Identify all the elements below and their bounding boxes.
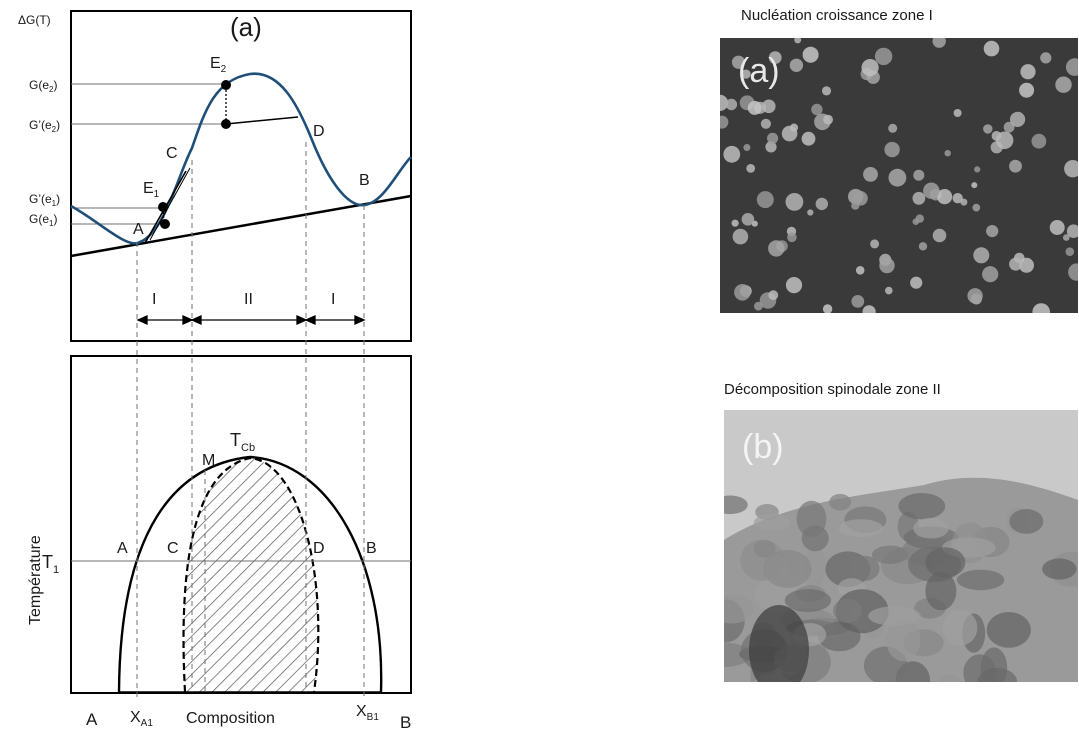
phase-diagram: ΔG(T) (a) G(e2) G’(e2) G’(e1) G(e1) E2 E…: [18, 10, 412, 731]
m-label: M: [202, 452, 215, 469]
zone-label-right: I: [331, 291, 335, 308]
e2-chord-line: [225, 116, 299, 125]
a-label-bottom: A: [117, 540, 128, 557]
tick-gp-e2: G’(e2): [29, 118, 60, 134]
xb1-label: XB1: [356, 703, 379, 723]
t1-label: T1: [42, 552, 59, 576]
d-label-bottom: D: [313, 540, 325, 557]
micrograph-b: (b): [724, 410, 1078, 682]
b-label-bottom: B: [366, 540, 377, 557]
label-c-top: C: [166, 145, 178, 162]
tick-g-e1: G(e1): [29, 212, 57, 228]
tick-g-e2: G(e2): [29, 78, 57, 94]
zone-label-middle: II: [244, 291, 253, 308]
free-energy-panel-tag: (a): [230, 12, 262, 42]
label-a-top: A: [133, 221, 144, 238]
label-b-top: B: [359, 172, 370, 189]
point-gp-e2: [221, 119, 231, 129]
micrograph-a-tag: (a): [738, 52, 780, 90]
binodal-curve: [117, 455, 383, 693]
tick-gp-e1: G’(e1): [29, 192, 60, 208]
nucleation-micrograph-image: [720, 38, 1078, 313]
free-energy-axis-label: ΔG(T): [18, 13, 51, 27]
point-gp-e1: [158, 202, 168, 212]
phase-diagram-panel-frame: [70, 355, 412, 694]
composition-axis-label: Composition: [186, 710, 275, 727]
zone-label-left: I: [152, 291, 156, 308]
label-d-top: D: [313, 123, 325, 140]
spinodal-micrograph-image: [724, 410, 1078, 682]
point-g-e1: [160, 219, 170, 229]
temperature-axis-label: Température: [27, 535, 44, 625]
micrograph-b-title: Décomposition spinodale zone II: [724, 381, 941, 398]
point-g-e2: [221, 80, 231, 90]
micrograph-a: (a): [720, 38, 1078, 313]
local-tangent-a-c-2: [149, 167, 191, 241]
c-label-bottom: C: [167, 540, 179, 557]
free-energy-curve: [70, 72, 412, 245]
micrograph-b-tag: (b): [742, 428, 784, 466]
free-energy-panel-frame: [70, 10, 412, 342]
common-tangent-line: [70, 194, 412, 258]
label-e1: E1: [143, 180, 160, 200]
tc-label: TCb: [230, 430, 255, 454]
x-right-label: B: [400, 713, 411, 731]
zone-arrows: [136, 314, 366, 326]
x-left-label: A: [86, 710, 98, 729]
label-e2: E2: [210, 55, 227, 75]
micrograph-a-title: Nucléation croissance zone I: [741, 7, 933, 24]
xa1-label: XA1: [130, 709, 153, 729]
spinodal-region: [182, 456, 320, 693]
